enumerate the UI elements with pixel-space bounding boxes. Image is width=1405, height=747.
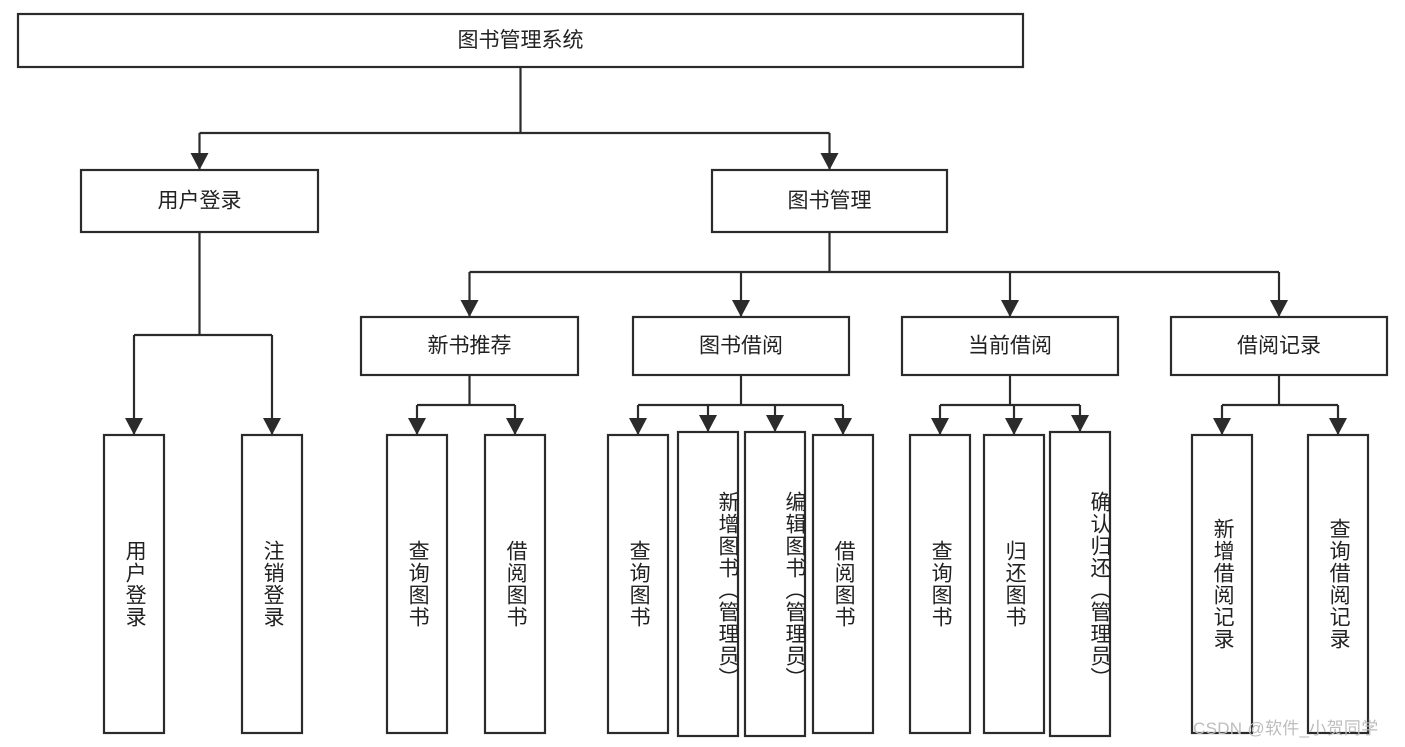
node-box-leaf-query-book-1[interactable] xyxy=(385,433,449,735)
csdn-watermark: CSDN @软件_小贺同学 xyxy=(1193,719,1379,738)
node-box-leaf-user-login[interactable] xyxy=(102,433,166,735)
node-box-borrow-record[interactable] xyxy=(1169,315,1389,377)
node-box-leaf-borrow-book-1[interactable] xyxy=(483,433,547,735)
connector-lines xyxy=(125,67,1347,435)
node-label-book-borrow: 图书借阅 xyxy=(699,335,783,358)
arrow-head-icon xyxy=(699,415,717,432)
node-box-leaf-query-book-3[interactable] xyxy=(908,433,972,735)
arrow-head-icon xyxy=(460,300,479,317)
node-box-leaf-confirm-return-admin[interactable] xyxy=(1048,430,1112,738)
arrow-head-icon xyxy=(766,415,784,432)
node-box-leaf-borrow-book-2[interactable] xyxy=(811,433,875,735)
arrow-head-icon xyxy=(506,418,524,435)
node-boxes xyxy=(16,12,1389,738)
node-box-leaf-return-book[interactable] xyxy=(982,433,1046,735)
node-label-book-manage: 图书管理 xyxy=(788,190,872,213)
arrow-head-icon xyxy=(931,418,949,435)
arrow-head-icon xyxy=(629,418,647,435)
node-box-book-borrow[interactable] xyxy=(631,315,851,377)
node-label-new-book-recommend: 新书推荐 xyxy=(428,335,512,358)
arrow-head-icon xyxy=(834,418,852,435)
node-box-leaf-add-book-admin[interactable] xyxy=(676,430,740,738)
node-label-user-login: 用户登录 xyxy=(158,190,242,213)
node-box-leaf-query-borrow-record[interactable] xyxy=(1306,433,1370,735)
arrow-head-icon xyxy=(190,153,209,170)
node-label-root: 图书管理系统 xyxy=(458,29,584,52)
arrow-head-icon xyxy=(820,153,839,170)
node-box-root[interactable] xyxy=(16,12,1025,69)
node-box-user-login[interactable] xyxy=(79,168,320,234)
arrow-head-icon xyxy=(732,300,750,317)
arrow-head-icon xyxy=(125,418,143,435)
node-label-current-borrow: 当前借阅 xyxy=(968,335,1052,358)
node-box-leaf-add-borrow-record[interactable] xyxy=(1190,433,1254,735)
arrow-head-icon xyxy=(1329,418,1347,435)
node-box-book-manage[interactable] xyxy=(710,168,949,234)
arrow-head-icon xyxy=(1270,300,1288,317)
node-label-borrow-record: 借阅记录 xyxy=(1237,335,1321,358)
arrow-head-icon xyxy=(1213,418,1231,435)
node-box-leaf-edit-book-admin[interactable] xyxy=(743,430,807,738)
node-box-leaf-query-book-2[interactable] xyxy=(606,433,670,735)
node-box-current-borrow[interactable] xyxy=(900,315,1120,377)
node-box-new-book-recommend[interactable] xyxy=(359,315,580,377)
arrow-head-icon xyxy=(1001,300,1019,317)
arrow-head-icon xyxy=(263,418,281,435)
arrow-head-icon xyxy=(1005,418,1023,435)
arrow-head-icon xyxy=(1071,415,1089,432)
node-box-leaf-user-logout[interactable] xyxy=(240,433,304,735)
arrow-head-icon xyxy=(408,418,426,435)
